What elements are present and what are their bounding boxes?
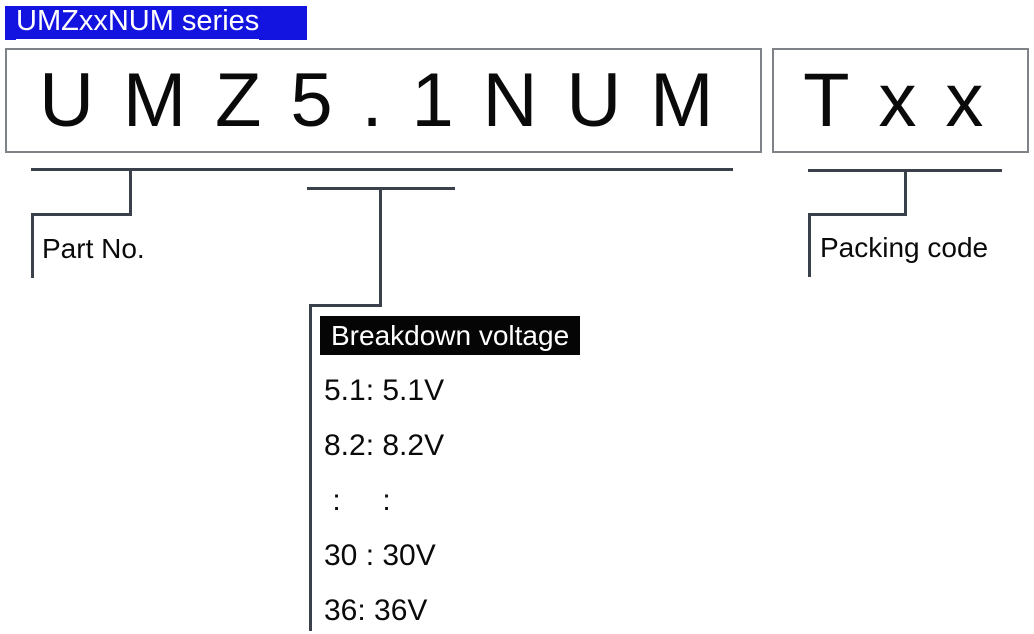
part-no-label: Part No. (42, 233, 145, 264)
connector-line (31, 168, 733, 171)
connector-line (129, 168, 132, 216)
voltage-option: 8.2: 8.2V (324, 429, 445, 462)
connector-line (309, 304, 382, 307)
connector-line (309, 304, 312, 631)
packing-code-text: Txx (803, 58, 1013, 143)
connector-line (31, 213, 132, 216)
packing-code-box: Txx (772, 48, 1029, 153)
connector-line (808, 213, 811, 277)
connector-line (904, 169, 907, 216)
breakdown-voltage-badge: Breakdown voltage (320, 316, 581, 355)
connector-line (31, 213, 34, 278)
voltage-option: 36: 36V (324, 594, 428, 627)
part-number-box: UMZ5.1NUM (5, 48, 762, 153)
voltage-option: 5.1: 5.1V (324, 374, 445, 407)
connector-line (379, 187, 382, 307)
series-title-badge: UMZxxNUM series (5, 5, 307, 41)
packing-code-label: Packing code (820, 232, 989, 263)
breakdown-voltage-title: Breakdown voltage (331, 319, 570, 351)
voltage-option: : : (324, 484, 391, 517)
series-title-text: UMZxxNUM series (16, 5, 260, 41)
part-number-text: UMZ5.1NUM (39, 58, 743, 143)
breakdown-voltage-list: 5.1: 5.1V 8.2: 8.2V : : 30 : 30V 36: 36V (324, 363, 444, 634)
connector-line (808, 213, 907, 216)
voltage-option: 30 : 30V (324, 539, 436, 572)
